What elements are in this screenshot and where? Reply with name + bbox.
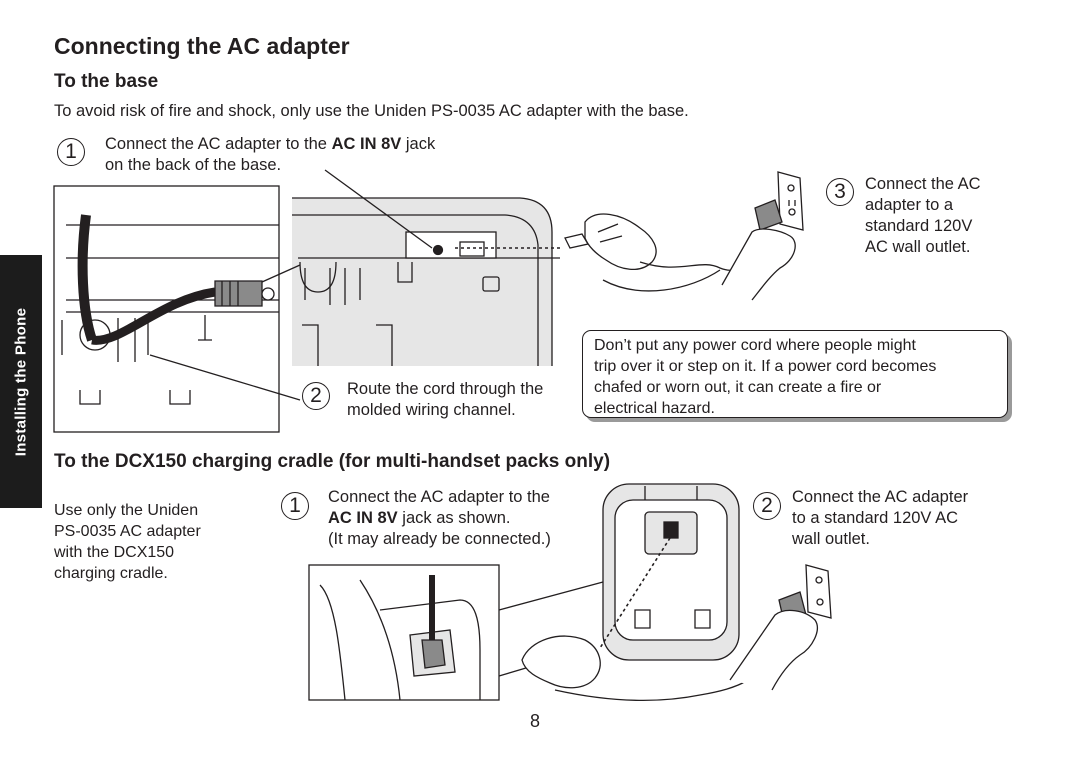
base-step-3-text: Connect the AC adapter to a standard 120… (865, 174, 981, 258)
ac-adapter-icon (754, 199, 783, 231)
cradle-jack-label: AC IN 8V (328, 509, 398, 527)
cradle-note: Use only the Uniden PS-0035 AC adapter w… (54, 500, 201, 584)
page-title: Connecting the AC adapter (54, 33, 350, 59)
cradle-step-1-line2-after: jack as shown. (397, 509, 511, 527)
base-step-2-text: Route the cord through the molded wiring… (347, 379, 543, 421)
phone-base-illustration (292, 197, 560, 366)
cradle-step-2-line: wall outlet. (792, 530, 870, 548)
cradle-note-line: PS-0035 AC adapter (54, 523, 201, 540)
base-step-1-text: Connect the AC adapter to the AC IN 8V j… (105, 134, 435, 155)
step-1-number: 1 (57, 138, 85, 166)
step-1-jack-label: AC IN 8V (331, 135, 402, 153)
step-3-line: AC wall outlet. (865, 238, 971, 256)
warning-box: Don’t put any power cord where people mi… (582, 330, 1008, 418)
cradle-jack-inset (308, 564, 500, 701)
charging-cradle-illustration (602, 483, 740, 661)
base-step-1-line2: on the back of the base. (105, 156, 282, 174)
step-3-line: Connect the AC (865, 175, 981, 193)
warning-line: trip over it or step on it. If a power c… (594, 358, 937, 375)
cradle-step-2-number: 2 (753, 492, 781, 520)
step-2-line: molded wiring channel. (347, 401, 516, 419)
warning-line: Don’t put any power cord where people mi… (594, 337, 916, 354)
warning-line: chafed or worn out, it can create a fire… (594, 379, 882, 396)
cradle-step-1-line: Connect the AC adapter to the (328, 488, 550, 506)
step-1-text-before: Connect the AC adapter to the (105, 135, 332, 153)
cradle-step-1-text: Connect the AC adapter to the AC IN 8V j… (328, 487, 551, 550)
side-tab: Installing the Phone (0, 255, 42, 508)
step-2-line: Route the cord through the (347, 380, 544, 398)
step-1-text-after: jack (401, 135, 436, 153)
wall-outlet-icon (777, 171, 804, 231)
cradle-step-1-line: (It may already be connected.) (328, 530, 551, 548)
cradle-step-2-line: to a standard 120V AC (792, 509, 959, 527)
step-3-line: adapter to a (865, 196, 954, 214)
base-intro-text: To avoid risk of fire and shock, only us… (54, 102, 689, 120)
cradle-note-line: charging cradle. (54, 565, 168, 582)
base-section-heading: To the base (54, 71, 159, 92)
step-2-number: 2 (302, 382, 330, 410)
warning-line: electrical hazard. (594, 400, 715, 417)
cradle-step-1-number: 1 (281, 492, 309, 520)
step-3-line: standard 120V (865, 217, 973, 235)
cradle-section-heading: To the DCX150 charging cradle (for multi… (54, 451, 611, 472)
cradle-step-1-line2: AC IN 8V jack as shown. (328, 508, 551, 529)
cradle-step-2-text: Connect the AC adapter to a standard 120… (792, 487, 968, 550)
hand-icon (564, 213, 657, 270)
cradle-note-line: with the DCX150 (54, 544, 175, 561)
cord-routing-inset (53, 185, 280, 433)
step-3-number: 3 (826, 178, 854, 206)
cradle-note-line: Use only the Uniden (54, 502, 199, 519)
page-number: 8 (530, 711, 541, 731)
cradle-step-2-line: Connect the AC adapter (792, 488, 969, 506)
